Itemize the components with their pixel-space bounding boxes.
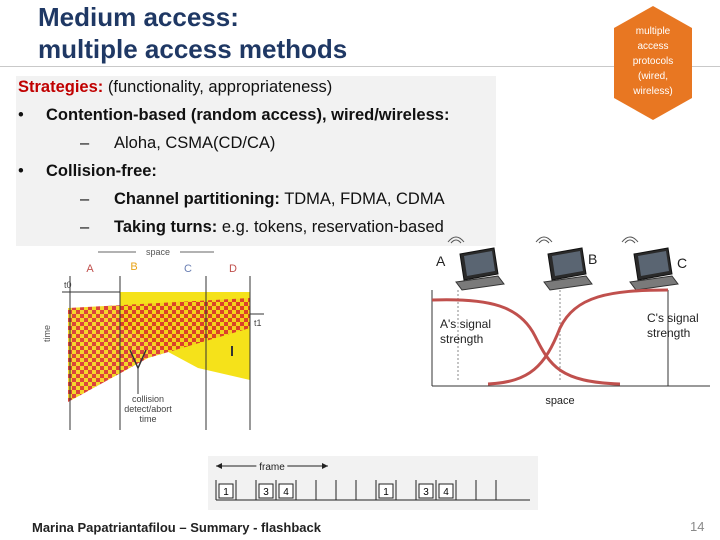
slot-1: 1	[218, 483, 234, 499]
svg-text:3: 3	[263, 487, 269, 498]
bullet-marker: •	[18, 162, 24, 180]
taking-turns-label: Taking turns:	[114, 218, 218, 236]
a-signal-label: A's signal	[440, 317, 491, 331]
laptop-a-icon	[447, 236, 505, 291]
strategies-label: Strategies:	[18, 78, 104, 96]
badge-text: multiple access protocols (wired, wirele…	[614, 24, 692, 99]
badge-line: protocols	[632, 56, 674, 67]
tdma-frame-diagram: frame 1 3 4 1 3 4	[208, 456, 538, 510]
slide-title-line2: multiple access methods	[38, 34, 348, 64]
taking-turns-list: e.g. tokens, reservation-based	[217, 218, 444, 236]
csma-collision-diagram: space A B C D t0 t1 time collision detec…	[42, 247, 264, 430]
aloha-text: Aloha, CSMA(CD/CA)	[114, 134, 276, 152]
strategies-description: (functionality, appropriateness)	[103, 78, 333, 96]
sub-bullet-taking-turns: – Taking turns: e.g. tokens, reservation-…	[80, 218, 444, 237]
slot-1: 1	[378, 483, 394, 499]
node-a-label: A	[436, 253, 446, 269]
sub-bullet-partitioning: – Channel partitioning: TDMA, FDMA, CDMA	[80, 190, 445, 209]
frame-background	[208, 456, 538, 510]
collision-caption-line: detect/abort	[124, 404, 172, 414]
bullet-marker: •	[18, 106, 24, 124]
slot-dividers	[215, 480, 497, 500]
partitioning-label: Channel partitioning:	[114, 190, 280, 208]
contention-text: Contention-based (random access), wired/…	[46, 106, 450, 124]
space-axis-label: space	[545, 395, 574, 407]
t0-label: t0	[64, 280, 72, 290]
svg-text:4: 4	[443, 487, 449, 498]
node-a-label: A	[86, 263, 94, 275]
laptop-b-icon	[535, 236, 593, 291]
sub-bullet-aloha: – Aloha, CSMA(CD/CA)	[80, 134, 275, 153]
svg-text:4: 4	[283, 487, 289, 498]
c-signal-label: C's signal	[647, 311, 699, 325]
badge-line: wireless)	[633, 86, 673, 97]
node-b-label: B	[130, 261, 137, 273]
badge-line: access	[637, 41, 669, 52]
space-label: space	[146, 247, 170, 257]
laptop-c-icon	[621, 236, 679, 291]
dash-marker: –	[80, 218, 90, 236]
page-number: 14	[690, 519, 705, 534]
node-c-label: C	[184, 263, 192, 275]
node-b-label: B	[588, 251, 597, 267]
dash-marker: –	[80, 134, 90, 152]
a-signal-curve	[431, 298, 621, 386]
slot-4: 4	[438, 483, 454, 499]
slot-4: 4	[278, 483, 294, 499]
partitioning-list: TDMA, FDMA, CDMA	[279, 190, 445, 208]
node-c-label: C	[677, 255, 687, 271]
strategies-line: Strategies: (functionality, appropriaten…	[18, 78, 332, 97]
title-divider	[0, 66, 720, 67]
collision-free-text: Collision-free:	[46, 162, 157, 180]
strategies-text-box: Strategies: (functionality, appropriaten…	[16, 76, 496, 246]
slot-3: 3	[418, 483, 434, 499]
slide-title-line1: Medium access:	[38, 2, 239, 32]
badge-line: (wired,	[637, 71, 668, 82]
slot-3: 3	[258, 483, 274, 499]
signal-strength-diagram: A B C A's signal strength C's signal str…	[431, 236, 710, 407]
svg-text:1: 1	[223, 487, 229, 498]
dash-marker: –	[80, 190, 90, 208]
svg-text:1: 1	[383, 487, 389, 498]
time-axis-label: time	[42, 325, 52, 342]
collision-caption-line: time	[139, 414, 156, 424]
a-signal-label: strength	[440, 332, 483, 346]
c-signal-curve	[487, 288, 669, 386]
bullet-collision-free: • Collision-free:	[18, 162, 157, 181]
svg-text:3: 3	[423, 487, 429, 498]
node-d-label: D	[229, 263, 237, 275]
c-signal-label: strength	[647, 326, 690, 340]
bullet-contention: • Contention-based (random access), wired…	[18, 106, 449, 125]
footer-author: Marina Papatriantafilou – Summary - flas…	[32, 520, 321, 535]
frame-label: frame	[259, 462, 285, 473]
badge-line: multiple	[635, 26, 671, 37]
t1-label: t1	[254, 318, 262, 328]
d-transmission-region	[68, 298, 250, 402]
protocols-hexagon-badge	[614, 6, 692, 120]
collision-caption-line: collision	[132, 394, 164, 404]
